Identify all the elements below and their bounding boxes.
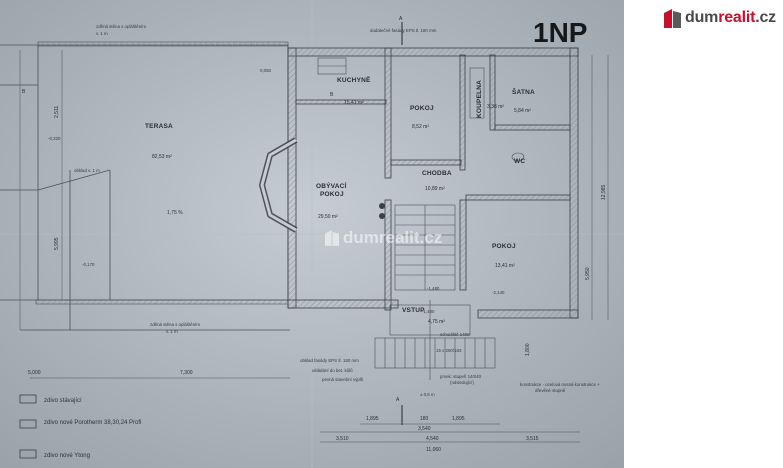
dim-right-1: 5,950 [585, 267, 591, 280]
room-wardrobe-area: 5,84 m² [514, 108, 531, 114]
axis-marker-left: B [22, 89, 26, 95]
legend-swatch-ytong [19, 449, 37, 459]
level-6: -2,140 [492, 290, 505, 295]
note-insulation-bottom: obklad fasády EPS tl. 180 mm [300, 358, 359, 363]
legend-swatch-porotherm [19, 419, 37, 429]
dim-stair-3: 1,895 [452, 416, 465, 422]
dim-terrace-left: 5,000 [28, 370, 41, 376]
room-entrance-area: 4,75 m² [428, 319, 445, 325]
room-wardrobe-name: ŠATNA [512, 87, 535, 96]
dim-stair-1: 1,895 [366, 416, 379, 422]
dim-bottom-total: 11,060 [426, 447, 441, 453]
level-2: -0,320 [48, 136, 61, 141]
note-stair-width: schodiště 1400 [440, 332, 470, 337]
section-marker-bottom: A [396, 397, 400, 403]
house-logo-icon [664, 8, 681, 28]
note-structure-2: dřevěné stupně [535, 388, 566, 393]
room-entrance-name: VSTUP [402, 307, 425, 314]
level-3: -0,170 [82, 262, 95, 267]
room-hall-name: CHODBA [422, 170, 452, 177]
level-5: -1,480 [422, 309, 435, 314]
room-hall-area: 10,89 m² [425, 186, 445, 192]
room-living-name1: OBÝVACÍ [316, 181, 347, 190]
room-terrace-area: 82,53 m² [152, 154, 172, 160]
dim-right-total: 12,985 [601, 184, 607, 200]
note-fill: pevná stavební výplň [322, 377, 364, 382]
floor-plan-drawing: A A B B 1NP KUCHYNĚ 15,41 m² POKOJ 8,52 … [0, 0, 624, 468]
note-right-level: ± 0,6 m [420, 392, 435, 397]
note-wall-bottom-height: v. 1 m [166, 329, 178, 334]
note-wall-top: zděná stěna s opláštěním [96, 24, 146, 29]
room-kitchen-area: 15,41 m² [344, 100, 364, 106]
dim-bottom-3: 3,515 [526, 436, 539, 442]
room-bedroom2-name: POKOJ [492, 243, 516, 250]
floor-plan-photo: A A B B 1NP KUCHYNĚ 15,41 m² POKOJ 8,52 … [0, 0, 624, 468]
note-wall-bottom: zděná stěna s opláštěním [150, 322, 200, 327]
house-logo-icon [325, 230, 339, 246]
legend-swatch-existing [19, 394, 37, 404]
brand-part-1: dum [685, 9, 719, 26]
room-bathroom-area: 3,38 m² [487, 104, 504, 110]
watermark-text: dumrealit.cz [343, 228, 443, 247]
note-following: (následující) [450, 380, 474, 385]
brand-part-2: realit [718, 9, 756, 26]
floor-label: 1NP [533, 17, 587, 48]
dim-left-2: 2,511 [54, 106, 60, 118]
brand-part-3: .cz [755, 9, 776, 26]
note-insulation-top: dodatečné fasády EPS tl. 180 mm [370, 28, 437, 33]
room-wc-name: WC [514, 158, 525, 165]
note-step: prvek: stupeň 140/40 [440, 374, 482, 379]
note-structure-1: konstrukce - ocelová nosná konstrukce + [520, 382, 600, 387]
legend-porotherm: zdivo nové Porotherm 38,30,24 Profi [44, 420, 141, 426]
legend-existing: zdivo stávající [44, 398, 82, 404]
room-bathroom-name: KOUPELNA [476, 80, 483, 118]
level-1: 0,050 [260, 68, 272, 73]
dim-bottom-1: 3,510 [336, 436, 349, 442]
room-living-name2: POKOJ [320, 191, 344, 198]
section-marker-top: A [399, 16, 403, 22]
room-living-area: 29,50 m² [318, 214, 338, 220]
dim-right-2: 1,800 [525, 343, 531, 356]
dim-stair-total: 3,540 [418, 426, 431, 432]
dim-terrace-right: 7,300 [180, 370, 193, 376]
brand-name: dumrealit.cz [685, 9, 776, 27]
terrace-slope: 1,75 % [167, 210, 183, 216]
room-terrace-name: TERASA [145, 123, 173, 130]
dim-left-1: 5,995 [54, 237, 60, 250]
note-foundation: ukládání do bet. kůlů [312, 368, 353, 373]
legend-ytong: zdivo nové Ytong [44, 453, 90, 459]
watermark: dumrealit.cz [325, 228, 442, 248]
brand-logo[interactable]: dumrealit.cz [664, 6, 776, 30]
room-bedroom1-name: POKOJ [410, 105, 434, 112]
room-kitchen-name: KUCHYNĚ [337, 75, 371, 84]
room-bedroom2-area: 13,41 m² [495, 263, 515, 269]
dim-stair-2: 180 [420, 416, 429, 422]
room-bedroom1-area: 8,52 m² [412, 124, 429, 130]
level-4: -1,480 [427, 286, 440, 291]
axis-marker-right: B [330, 92, 334, 98]
note-stair-steps: 15 x 260/183 [436, 348, 462, 353]
note-wall-top-height: v. 1 m [96, 31, 108, 36]
dim-bottom-2: 4,540 [426, 436, 439, 442]
note-cladding: obklad v. 1 m [74, 168, 100, 173]
